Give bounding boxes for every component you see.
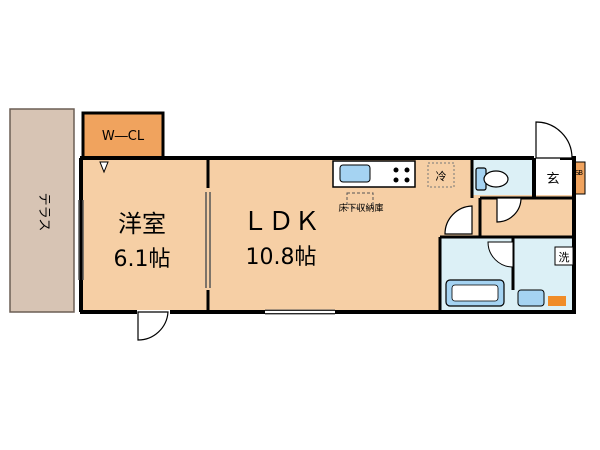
bathtub-inner (451, 284, 499, 302)
western-door (137, 311, 169, 341)
underfloor-storage (346, 192, 374, 209)
entrance-label: 玄 (546, 172, 559, 187)
toilet-door (496, 197, 522, 223)
entrance-area (534, 160, 572, 195)
closet-door-marker (99, 161, 109, 174)
walk-in-closet-label: W―CL (102, 129, 145, 144)
terrace-label: テラス (36, 193, 51, 232)
exterior-walls (79, 156, 576, 314)
washing-machine-space (554, 246, 574, 266)
ldk-room-name: ＬＤＫ (242, 207, 320, 237)
shoe-box-label: SB (575, 169, 583, 177)
toilet-icon (475, 167, 509, 191)
entrance-door (535, 121, 573, 159)
underfloor-storage-label: 床下収納庫 (338, 202, 383, 214)
interior-walls (206, 158, 574, 312)
fridge-label: 冷 (436, 170, 447, 183)
utility-cabinet (548, 296, 566, 306)
stove-icon (393, 167, 410, 183)
washbasin (517, 289, 545, 307)
fridge-space (427, 162, 455, 188)
hall-door (444, 205, 473, 235)
terrace-area (9, 108, 75, 313)
ldk-room-size: 10.8帖 (246, 245, 317, 270)
western-room (82, 158, 207, 310)
western-room-name: 洋室 (118, 210, 166, 238)
ldk-window-frame (265, 309, 335, 315)
hall-area (472, 195, 572, 237)
western-room-size: 6.1帖 (114, 247, 171, 272)
laundry-label: 洗 (559, 251, 570, 264)
kitchen-sink (339, 164, 371, 183)
bathroom-door (487, 241, 514, 268)
terrace-window (78, 200, 84, 280)
sliding-door-western (205, 192, 211, 288)
